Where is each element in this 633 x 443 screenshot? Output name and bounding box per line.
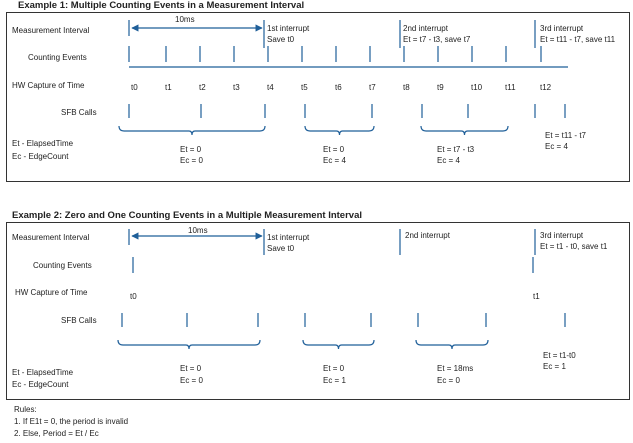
ex2-interval-label: 10ms bbox=[188, 226, 208, 235]
ex2-group1-et: Et = 0 bbox=[180, 364, 202, 373]
ex2-interrupt1-line1: 1st interrupt bbox=[267, 233, 310, 242]
ex2-group3-et: Et = 18ms bbox=[437, 364, 474, 373]
ex1-interrupt1-line1: 1st interrupt bbox=[267, 24, 310, 33]
ex1-tick-t0: t0 bbox=[131, 83, 138, 92]
ex2-group4-ec: Ec = 1 bbox=[543, 362, 566, 371]
ex1-interrupt3-line1: 3rd interrupt bbox=[540, 24, 584, 33]
example2-title: Example 2: Zero and One Counting Events … bbox=[12, 210, 362, 221]
ex2-interrupt3-line2: Et = t1 - t0, save t1 bbox=[540, 242, 608, 251]
ex2-interrupt1-line2: Save t0 bbox=[267, 244, 295, 253]
ex1-brace-2 bbox=[304, 125, 375, 136]
ex2-label-counting: Counting Events bbox=[33, 261, 92, 270]
rules-heading: Rules: bbox=[14, 405, 37, 414]
ex1-label-counting: Counting Events bbox=[28, 53, 87, 62]
ex1-tick-t4: t4 bbox=[267, 83, 274, 92]
ex2-brace-2 bbox=[302, 339, 375, 350]
ex1-group3-et: Et = t7 - t3 bbox=[437, 145, 475, 154]
ex1-group4-ec: Ec = 4 bbox=[545, 142, 568, 151]
ex2-tick-t0: t0 bbox=[130, 292, 137, 301]
ex2-legend-elapsed: Et - ElapsedTime bbox=[12, 368, 74, 377]
ex1-label-measurement: Measurement Interval bbox=[12, 26, 90, 35]
ex1-brace-1 bbox=[118, 125, 266, 136]
ex1-group1-ec: Ec = 0 bbox=[180, 156, 203, 165]
ex1-legend-elapsed: Et - ElapsedTime bbox=[12, 139, 74, 148]
ex1-tick-t3: t3 bbox=[233, 83, 240, 92]
ex2-group1-ec: Ec = 0 bbox=[180, 376, 203, 385]
rules-item-1: 1. If E1t = 0, the period is invalid bbox=[14, 417, 129, 426]
ex2-label-measurement: Measurement Interval bbox=[12, 233, 90, 242]
ex1-tick-t7: t7 bbox=[369, 83, 376, 92]
ex1-interrupt2-line2: Et = t7 - t3, save t7 bbox=[403, 35, 471, 44]
ex1-interrupt1-line2: Save t0 bbox=[267, 35, 295, 44]
ex1-label-sfb: SFB Calls bbox=[61, 108, 97, 117]
ex2-group2-et: Et = 0 bbox=[323, 364, 345, 373]
ex2-interrupt3-line1: 3rd interrupt bbox=[540, 231, 584, 240]
ex1-tick-t9: t9 bbox=[437, 83, 444, 92]
ex1-group1-et: Et = 0 bbox=[180, 145, 202, 154]
ex2-interrupt2-line1: 2nd interrupt bbox=[405, 231, 450, 240]
ex2-brace-1 bbox=[117, 339, 261, 350]
ex1-tick-t5: t5 bbox=[301, 83, 308, 92]
ex1-tick-t8: t8 bbox=[403, 83, 410, 92]
ex1-brace-3 bbox=[420, 125, 509, 136]
ex1-tick-t10: t10 bbox=[471, 83, 483, 92]
ex1-group2-et: Et = 0 bbox=[323, 145, 345, 154]
ex1-tick-t12: t12 bbox=[540, 83, 552, 92]
ex1-tick-t6: t6 bbox=[335, 83, 342, 92]
ex1-tick-t2: t2 bbox=[199, 83, 206, 92]
ex1-group3-ec: Ec = 4 bbox=[437, 156, 460, 165]
ex2-brace-3 bbox=[415, 339, 489, 350]
ex2-group4-et: Et = t1-t0 bbox=[543, 351, 576, 360]
ex1-interrupt3-line2: Et = t11 - t7, save t11 bbox=[540, 35, 616, 44]
ex1-group2-ec: Ec = 4 bbox=[323, 156, 346, 165]
ex2-label-hw: HW Capture of Time bbox=[15, 288, 88, 297]
ex2-legend-edgecount: Ec - EdgeCount bbox=[12, 380, 69, 389]
ex1-interval-label: 10ms bbox=[175, 15, 195, 24]
ex1-label-hw: HW Capture of Time bbox=[12, 81, 85, 90]
rules-item-2: 2. Else, Period = Et / Ec bbox=[14, 429, 99, 438]
example1-frame bbox=[6, 12, 630, 182]
example1-title: Example 1: Multiple Counting Events in a… bbox=[18, 0, 305, 11]
ex1-tick-t1: t1 bbox=[165, 83, 172, 92]
ex2-group3-ec: Ec = 0 bbox=[437, 376, 460, 385]
ex2-label-sfb: SFB Calls bbox=[61, 316, 97, 325]
ex2-tick-t1: t1 bbox=[533, 292, 540, 301]
ex1-legend-edgecount: Ec - EdgeCount bbox=[12, 152, 69, 161]
example2-frame bbox=[6, 222, 630, 400]
ex1-group4-et: Et = t11 - t7 bbox=[545, 131, 586, 140]
ex1-tick-t11: t11 bbox=[505, 83, 516, 92]
ex1-interrupt2-line1: 2nd interrupt bbox=[403, 24, 448, 33]
ex2-group2-ec: Ec = 1 bbox=[323, 376, 346, 385]
